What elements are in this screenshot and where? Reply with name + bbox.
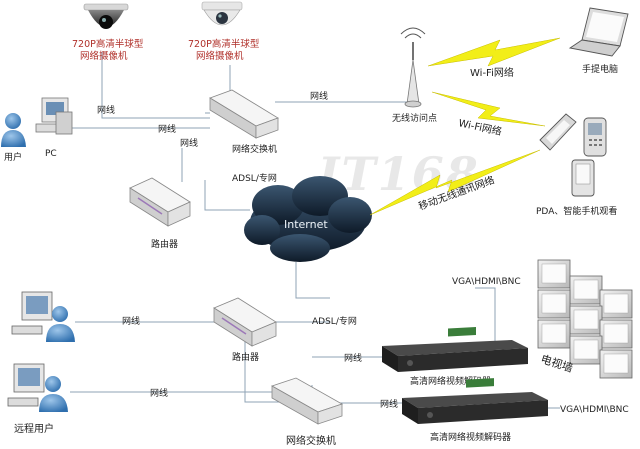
- line-label-remote-1: 网线: [122, 315, 140, 327]
- tv-wall-label: 电视墙: [539, 352, 575, 376]
- remote-user-label: 远程用户: [14, 422, 54, 435]
- line-label-decoder-1: 网线: [344, 352, 362, 364]
- access-point-icon: [400, 27, 426, 108]
- router-top-icon: [129, 177, 191, 227]
- line-label-cam1: 网线: [97, 104, 115, 116]
- camera-2-label-line2: 网络摄像机: [196, 50, 244, 62]
- camera-2-label-line1: 720P高清半球型: [188, 38, 260, 50]
- internet-cloud-icon: [244, 176, 372, 262]
- line-label-pc: 网线: [158, 123, 176, 135]
- wifi-bolt-laptop: [427, 37, 561, 67]
- decoder-1-icon: [382, 327, 528, 372]
- remote-pc-2-icon: [7, 363, 45, 407]
- internet-label: Internet: [284, 218, 328, 231]
- user-icon: [1, 113, 26, 147]
- camera-1-label-line1: 720P高清半球型: [72, 38, 144, 50]
- wifi-bolt-phone: [431, 91, 546, 127]
- decoder-2-label: 高清网络视频解码器: [430, 431, 511, 443]
- decoder-2-icon: [402, 378, 548, 424]
- router-bottom-icon: [213, 297, 277, 347]
- laptop-icon: [568, 7, 629, 57]
- camera-1-label-line2: 网络摄像机: [80, 50, 128, 62]
- line-label-switch-ap: 网线: [310, 90, 328, 102]
- remote-user-2-icon: [39, 376, 68, 412]
- phone-flip-icon: [539, 113, 577, 151]
- wifi-label-1: Wi-Fi网络: [470, 66, 514, 79]
- user-label: 用户: [4, 151, 22, 163]
- dome-camera-2-icon: [201, 1, 243, 26]
- laptop-label: 手提电脑: [582, 63, 618, 75]
- line-label-decoder-2: 网线: [380, 398, 398, 410]
- line-label-remote-2: 网线: [150, 387, 168, 399]
- dome-camera-1-icon: [83, 3, 129, 29]
- mobile-bolt: [369, 149, 541, 216]
- phone-candybar-icon: [583, 117, 607, 157]
- pda-icon: [571, 159, 595, 197]
- remote-user-1-icon: [46, 306, 75, 342]
- router-top-label: 路由器: [151, 238, 178, 250]
- pc-icon: [35, 97, 73, 135]
- network-switch-bottom-icon: [271, 377, 343, 425]
- wireless-bolts: [369, 37, 561, 216]
- router-bottom-label: 路由器: [232, 351, 259, 363]
- adsl-label-top: ADSL/专网: [232, 172, 277, 184]
- switch-bottom-label: 网络交换机: [286, 434, 336, 447]
- network-switch-top-icon: [209, 89, 279, 139]
- line-label-switch-router: 网线: [180, 137, 198, 149]
- tv-wall-icon: [537, 259, 633, 379]
- top-connection-lines: [60, 52, 410, 299]
- pc-label: PC: [45, 149, 57, 159]
- pda-label: PDA、智能手机观看: [536, 205, 617, 217]
- adsl-label-bottom: ADSL/专网: [312, 315, 357, 327]
- remote-pc-1-icon: [11, 291, 53, 335]
- vga-hdmi-bnc-bottom-label: VGA\HDMI\BNC: [560, 405, 629, 415]
- access-point-label: 无线访问点: [392, 112, 437, 124]
- switch-top-label: 网络交换机: [232, 143, 277, 155]
- vga-hdmi-bnc-top-label: VGA\HDMI\BNC: [452, 277, 521, 287]
